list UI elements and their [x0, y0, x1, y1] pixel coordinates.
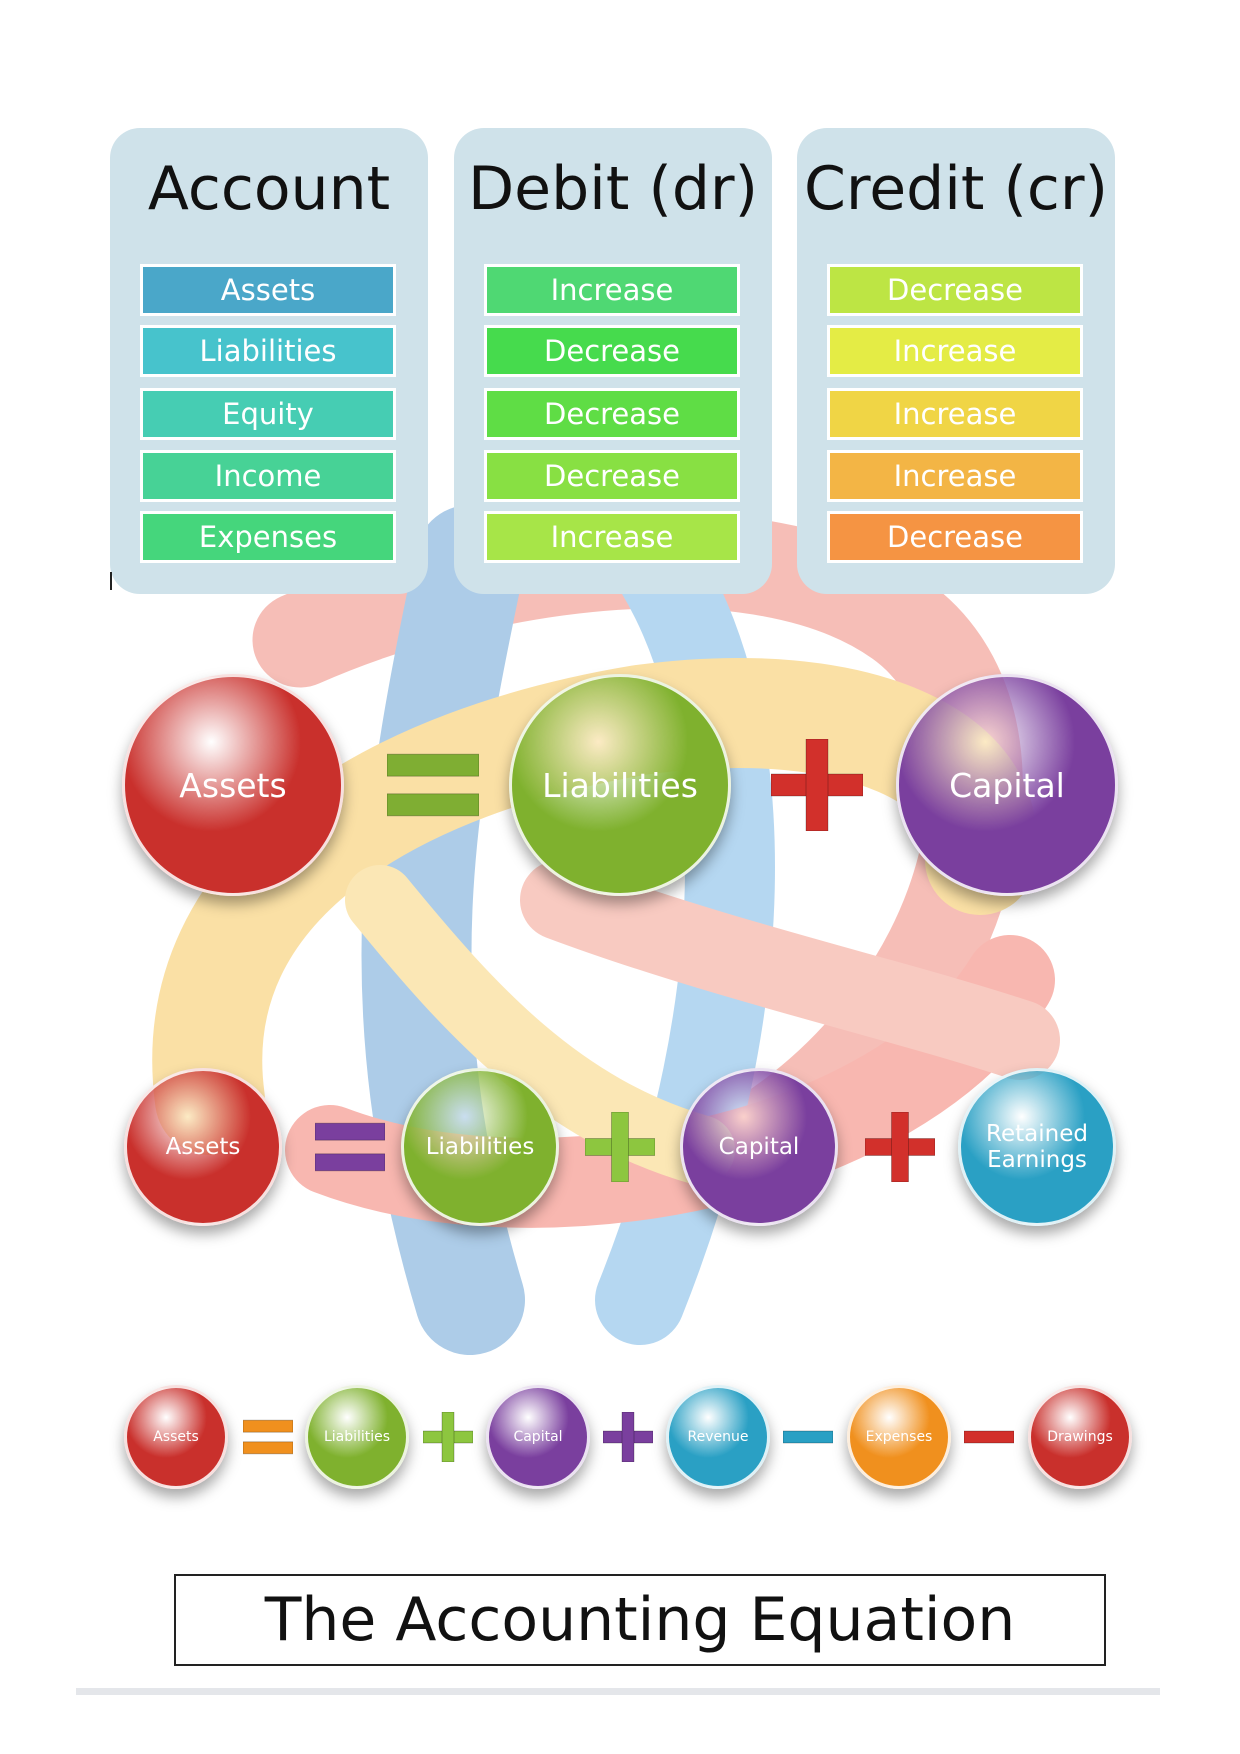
term-label: Revenue [687, 1429, 749, 1445]
term-label: Liabilities [425, 1134, 535, 1160]
equation-term-circle: Expenses [847, 1385, 951, 1489]
equation-term-circle: Assets [124, 1068, 282, 1226]
table-cell: Equity [140, 388, 396, 440]
term-label: Capital [949, 765, 1065, 805]
table-cell: Decrease [484, 325, 740, 377]
bottom-divider [76, 1688, 1160, 1695]
minus-icon [783, 1430, 833, 1444]
column-header: Account [147, 154, 391, 224]
table-cell: Decrease [827, 264, 1083, 316]
equation-term-circle: Drawings [1028, 1385, 1132, 1489]
table-cell: Income [140, 450, 396, 502]
plus-icon [603, 1412, 653, 1462]
table-cell: Decrease [484, 388, 740, 440]
term-label: Capital [513, 1429, 563, 1445]
plus-icon [771, 739, 863, 831]
equation-term-circle: Liabilities [509, 674, 731, 896]
term-label: Drawings [1047, 1429, 1113, 1445]
table-cell: Assets [140, 264, 396, 316]
term-label: Assets [153, 1429, 199, 1445]
equation-term-circle: Capital [896, 674, 1118, 896]
equation-term-circle: Assets [122, 674, 344, 896]
table-cell: Decrease [827, 511, 1083, 563]
table-cell: Increase [827, 450, 1083, 502]
equation-term-circle: Retained Earnings [958, 1068, 1116, 1226]
equals-icon [243, 1419, 293, 1455]
plus-icon [865, 1112, 935, 1182]
page-title: The Accounting Equation [174, 1574, 1106, 1666]
equation-term-circle: Capital [680, 1068, 838, 1226]
plus-icon [585, 1112, 655, 1182]
term-label: Capital [718, 1134, 800, 1160]
plus-icon [423, 1412, 473, 1462]
equation-term-circle: Assets [124, 1385, 228, 1489]
term-label: Liabilities [323, 1429, 391, 1445]
equation-term-circle: Revenue [666, 1385, 770, 1489]
table-cell: Expenses [140, 511, 396, 563]
minus-icon [964, 1430, 1014, 1444]
equals-icon [387, 753, 479, 817]
equation-term-circle: Liabilities [305, 1385, 409, 1489]
equation-term-circle: Capital [486, 1385, 590, 1489]
equals-icon [315, 1122, 385, 1172]
table-cell: Increase [484, 511, 740, 563]
equation-term-circle: Liabilities [401, 1068, 559, 1226]
term-label: Liabilities [542, 765, 698, 805]
text-cursor-mark [110, 572, 112, 590]
table-cell: Decrease [484, 450, 740, 502]
table-cell: Increase [827, 325, 1083, 377]
term-label: Retained Earnings [986, 1121, 1088, 1173]
column-header: Credit (cr) [804, 154, 1108, 224]
table-cell: Increase [827, 388, 1083, 440]
term-label: Expenses [865, 1429, 933, 1445]
term-label: Assets [179, 765, 287, 805]
table-cell: Liabilities [140, 325, 396, 377]
column-header: Debit (dr) [467, 154, 759, 224]
table-cell: Increase [484, 264, 740, 316]
term-label: Assets [165, 1134, 241, 1160]
